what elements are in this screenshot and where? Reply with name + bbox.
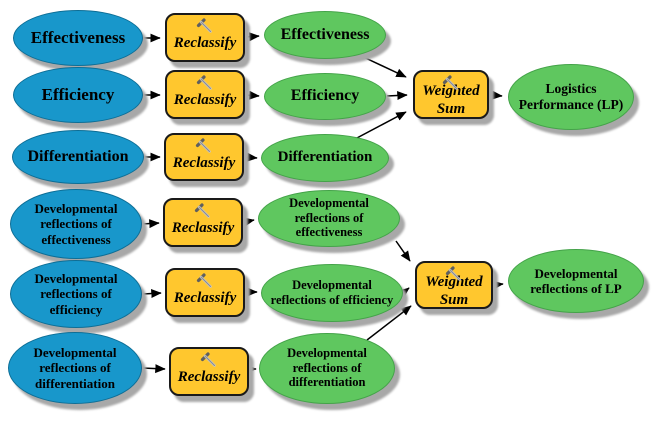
tool-reclassify-5-label: Reclassify bbox=[173, 289, 237, 306]
hammer-icon bbox=[195, 138, 211, 153]
output-dev-reflections-effectiveness-label: Developmental reflections of effectivene… bbox=[289, 195, 369, 240]
tool-weighted-sum-2-label: Weighted Sum bbox=[425, 273, 483, 308]
input-dev-reflections-effectiveness[interactable]: Developmental reflections of effectivene… bbox=[10, 189, 142, 259]
tool-weighted-sum-2[interactable]: Weighted Sum bbox=[415, 261, 493, 309]
tool-reclassify-3[interactable]: Reclassify bbox=[164, 133, 244, 181]
hammer-icon bbox=[200, 351, 216, 367]
tool-reclassify-1-label: Reclassify bbox=[173, 34, 237, 51]
tool-reclassify-6-label: Reclassify bbox=[177, 368, 241, 385]
output-logistics-performance[interactable]: Logistics Performance (LP) bbox=[508, 64, 634, 130]
edge-tool-reclassify-3-to-output-differentiation bbox=[244, 152, 258, 162]
tool-weighted-sum-1[interactable]: Weighted Sum bbox=[413, 69, 489, 119]
tool-reclassify-2-label: Reclassify bbox=[173, 91, 237, 108]
edge-tool-reclassify-2-to-output-efficiency bbox=[245, 90, 260, 100]
output-efficiency-label: Efficiency bbox=[290, 86, 360, 104]
edge-output-efficiency-to-tool-weighted-sum-1 bbox=[386, 90, 408, 100]
input-dev-reflections-differentiation[interactable]: Developmental reflections of differentia… bbox=[8, 332, 142, 404]
edge-input-dev-reflections-efficiency-to-tool-reclassify-5 bbox=[142, 289, 162, 299]
output-efficiency[interactable]: Efficiency bbox=[264, 72, 386, 120]
edge-tool-reclassify-4-to-output-dev-reflections-effectiveness bbox=[243, 217, 255, 227]
hammer-icon bbox=[196, 74, 212, 90]
edge-output-differentiation-to-tool-weighted-sum-1 bbox=[354, 111, 407, 140]
output-differentiation-label: Differentiation bbox=[277, 149, 373, 166]
tool-reclassify-3-label: Reclassify bbox=[172, 154, 236, 171]
hammer-icon bbox=[442, 74, 458, 90]
output-dev-reflections-differentiation[interactable]: Developmental reflections of differentia… bbox=[259, 332, 395, 404]
input-efficiency[interactable]: Efficiency bbox=[13, 67, 143, 123]
tool-weighted-sum-1-label: Weighted Sum bbox=[422, 82, 480, 117]
tool-reclassify-2[interactable]: Reclassify bbox=[165, 69, 245, 119]
tool-reclassify-5[interactable]: Reclassify bbox=[165, 267, 245, 317]
output-dev-reflections-lp-label: Developmental reflections of LP bbox=[530, 265, 622, 296]
edge-tool-weighted-sum-1-to-output-logistics-performance bbox=[489, 90, 503, 100]
hammer-icon bbox=[445, 266, 461, 281]
edge-output-dev-reflections-effectiveness-to-tool-weighted-sum-2 bbox=[395, 240, 411, 262]
edge-tool-weighted-sum-2-to-output-dev-reflections-lp bbox=[492, 280, 504, 290]
output-dev-reflections-efficiency[interactable]: Developmental reflections of efficiency bbox=[261, 264, 403, 322]
input-dev-reflections-differentiation-label: Developmental reflections of differentia… bbox=[33, 345, 117, 391]
input-differentiation[interactable]: Differentiation bbox=[12, 130, 144, 184]
tool-reclassify-1[interactable]: Reclassify bbox=[165, 12, 245, 62]
input-effectiveness-label: Effectiveness bbox=[30, 27, 126, 47]
input-differentiation-label: Differentiation bbox=[27, 147, 129, 165]
output-dev-reflections-effectiveness[interactable]: Developmental reflections of effectivene… bbox=[258, 189, 400, 247]
hammer-icon bbox=[194, 202, 210, 218]
edge-output-dev-reflections-efficiency-to-tool-weighted-sum-2 bbox=[398, 287, 410, 298]
input-dev-reflections-effectiveness-label: Developmental reflections of effectivene… bbox=[34, 201, 118, 247]
edge-output-effectiveness-to-tool-weighted-sum-1 bbox=[356, 53, 407, 78]
tool-reclassify-4[interactable]: Reclassify bbox=[163, 197, 243, 247]
input-effectiveness[interactable]: Effectiveness bbox=[13, 10, 143, 66]
output-dev-reflections-efficiency-label: Developmental reflections of efficiency bbox=[270, 278, 394, 307]
tool-reclassify-4-label: Reclassify bbox=[171, 219, 235, 236]
output-differentiation[interactable]: Differentiation bbox=[261, 134, 389, 182]
tool-reclassify-6[interactable]: Reclassify bbox=[169, 346, 249, 396]
edge-tool-reclassify-1-to-output-effectiveness bbox=[245, 32, 260, 42]
edge-input-dev-reflections-differentiation-to-tool-reclassify-6 bbox=[141, 364, 166, 374]
input-efficiency-label: Efficiency bbox=[41, 84, 115, 104]
output-logistics-performance-label: Logistics Performance (LP) bbox=[518, 81, 624, 112]
output-effectiveness-label: Effectiveness bbox=[280, 25, 370, 43]
output-dev-reflections-lp[interactable]: Developmental reflections of LP bbox=[508, 249, 644, 313]
output-effectiveness[interactable]: Effectiveness bbox=[264, 11, 386, 59]
hammer-icon bbox=[196, 17, 212, 33]
input-dev-reflections-efficiency-label: Developmental reflections of efficiency bbox=[34, 271, 118, 317]
input-dev-reflections-efficiency[interactable]: Developmental reflections of efficiency bbox=[10, 260, 142, 328]
edge-input-dev-reflections-effectiveness-to-tool-reclassify-4 bbox=[141, 219, 160, 229]
output-dev-reflections-differentiation-label: Developmental reflections of differentia… bbox=[287, 345, 367, 390]
hammer-icon bbox=[196, 272, 212, 288]
